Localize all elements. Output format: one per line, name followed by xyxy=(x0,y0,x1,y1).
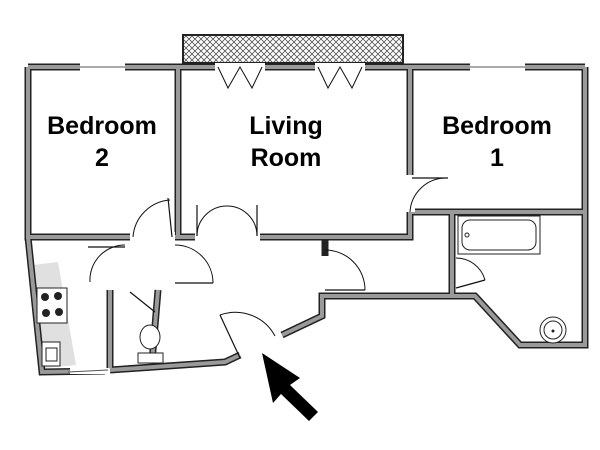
entrance-arrow-icon xyxy=(262,353,318,421)
bedroom-1-label: Bedroom xyxy=(442,112,552,140)
living-room-label-line2: Room xyxy=(251,144,322,172)
balcony-doors[interactable] xyxy=(217,65,363,90)
bedroom-1-number: 1 xyxy=(490,144,504,172)
doors[interactable] xyxy=(88,175,486,359)
bedroom-2-label: Bedroom xyxy=(47,112,157,140)
living-room-label: Living xyxy=(249,112,323,140)
toilet-icon xyxy=(137,324,164,364)
bathtub-icon xyxy=(457,215,541,255)
bedroom-2-number: 2 xyxy=(95,144,109,172)
balcony xyxy=(182,34,404,64)
washbasin-icon xyxy=(539,316,567,344)
sink-icon xyxy=(41,341,61,367)
stove-icon xyxy=(36,287,68,324)
